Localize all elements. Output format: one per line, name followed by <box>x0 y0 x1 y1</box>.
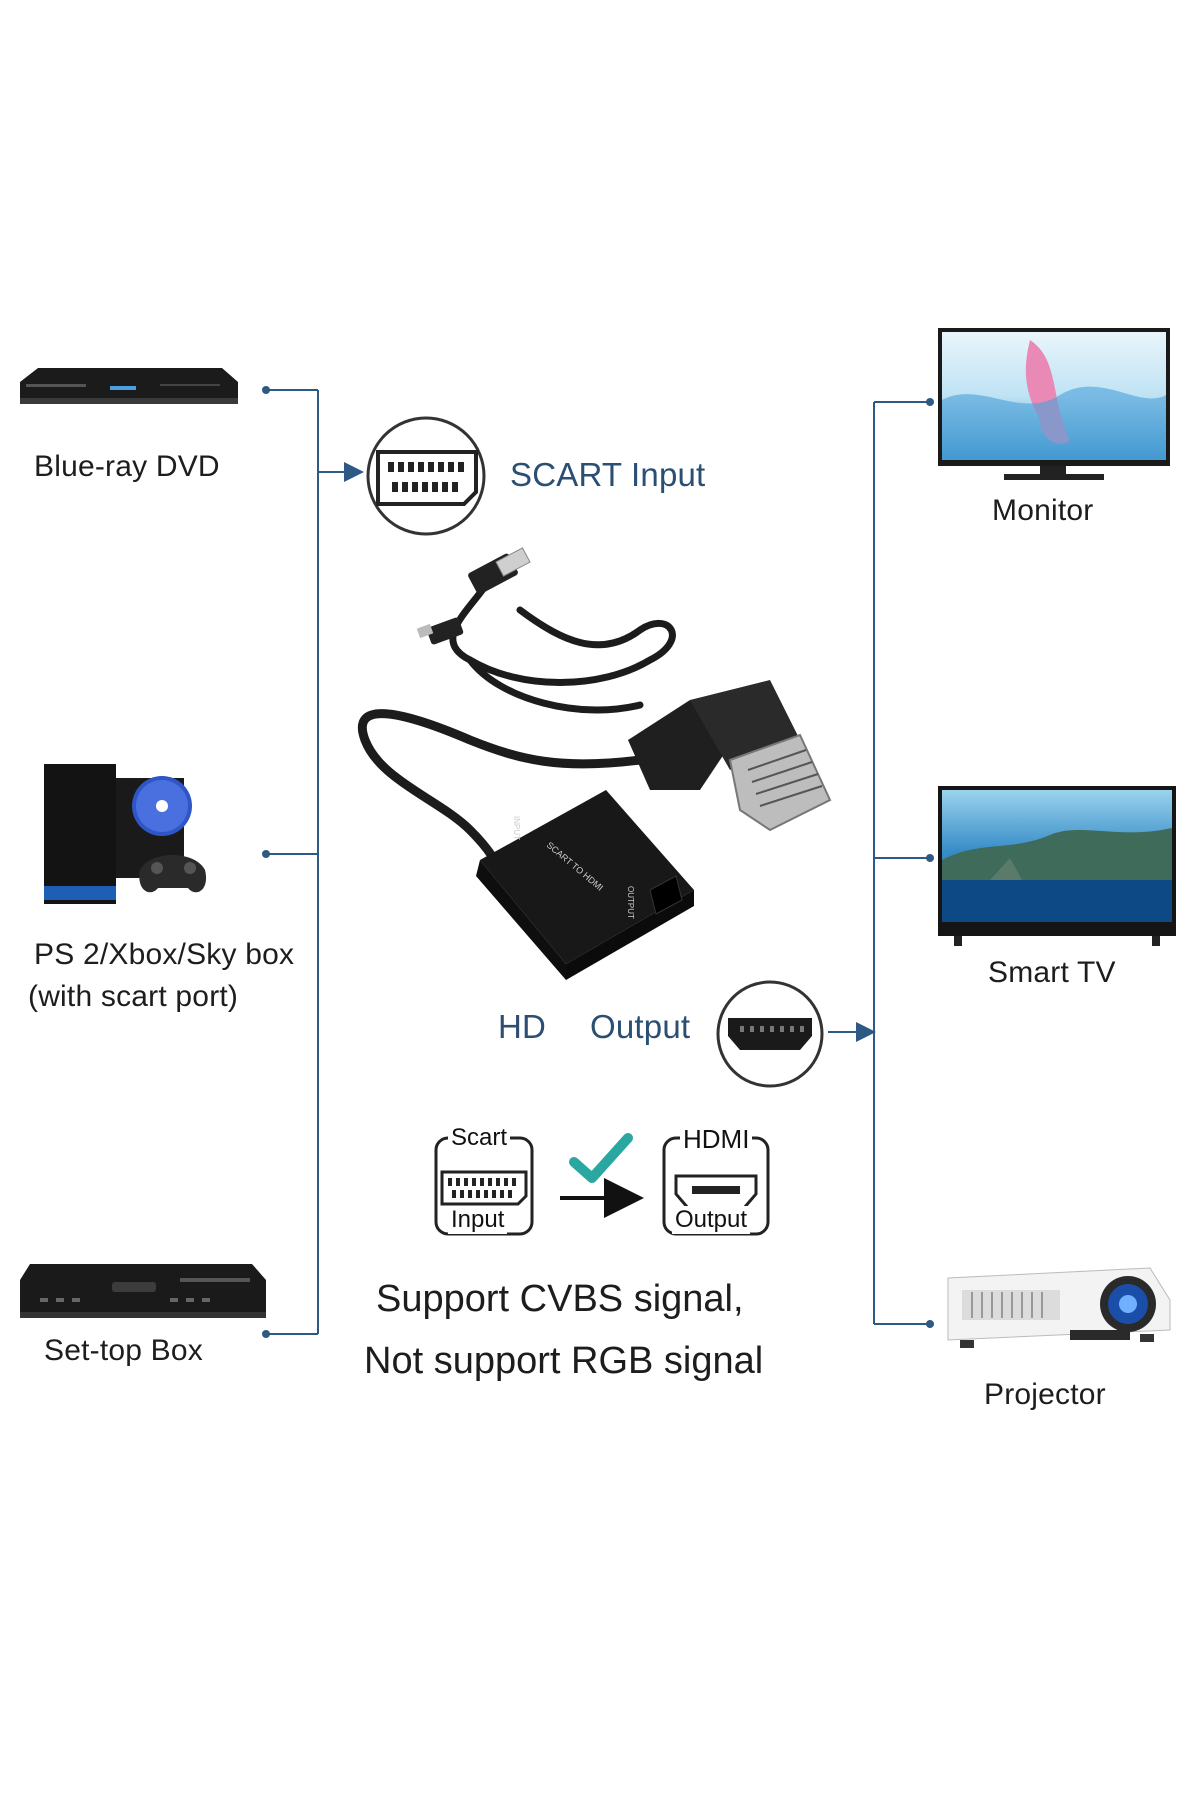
usb-power-cable <box>449 578 676 714</box>
settop-box-icon <box>20 1264 266 1318</box>
game-console-icon <box>44 764 207 904</box>
output-connection-lines <box>828 401 930 1325</box>
input-connection-dots <box>262 386 270 1338</box>
smart-tv-icon <box>938 786 1176 946</box>
settop-label: Set-top Box <box>44 1334 203 1367</box>
scart-port-icon <box>366 416 486 536</box>
adapter-box <box>476 790 694 980</box>
console-sublabel: (with scart port) <box>28 980 239 1013</box>
smarttv-label: Smart TV <box>988 956 1116 989</box>
console-label: PS 2/Xbox/Sky box <box>34 938 295 971</box>
input-connection-lines <box>266 389 364 1335</box>
scart-cable <box>357 709 645 885</box>
scart-input-label: SCART Input <box>510 456 706 493</box>
cvbs-support-note: Support CVBS signal, <box>376 1278 744 1320</box>
monitor-label: Monitor <box>992 494 1094 527</box>
checkmark-icon <box>569 1133 633 1183</box>
output-connection-dots <box>926 398 934 1328</box>
scart-badge-top-label: Scart <box>448 1124 511 1152</box>
rgb-unsupported-note: Not support RGB signal <box>364 1340 764 1382</box>
monitor-icon <box>938 328 1170 480</box>
hdmi-port-icon <box>716 980 824 1088</box>
bluray-label: Blue-ray DVD <box>34 450 220 483</box>
micro-usb-connector-icon <box>416 617 464 645</box>
adapter-input-port-label: INPUT <box>512 816 521 840</box>
projector-icon <box>947 1267 1171 1348</box>
scart-badge-bottom-label: Input <box>448 1206 508 1234</box>
usb-connector-icon <box>468 547 531 595</box>
hd-label: HD <box>498 1008 547 1045</box>
bluray-player-icon <box>20 368 238 404</box>
output-label: Output <box>590 1008 691 1045</box>
projector-label: Projector <box>984 1378 1106 1411</box>
hdmi-badge-bottom-label: Output <box>672 1206 751 1234</box>
hdmi-badge-top-label: HDMI <box>680 1124 753 1155</box>
adapter-output-port-label: OUTPUT <box>626 886 635 919</box>
scart-plug-icon <box>628 680 832 832</box>
